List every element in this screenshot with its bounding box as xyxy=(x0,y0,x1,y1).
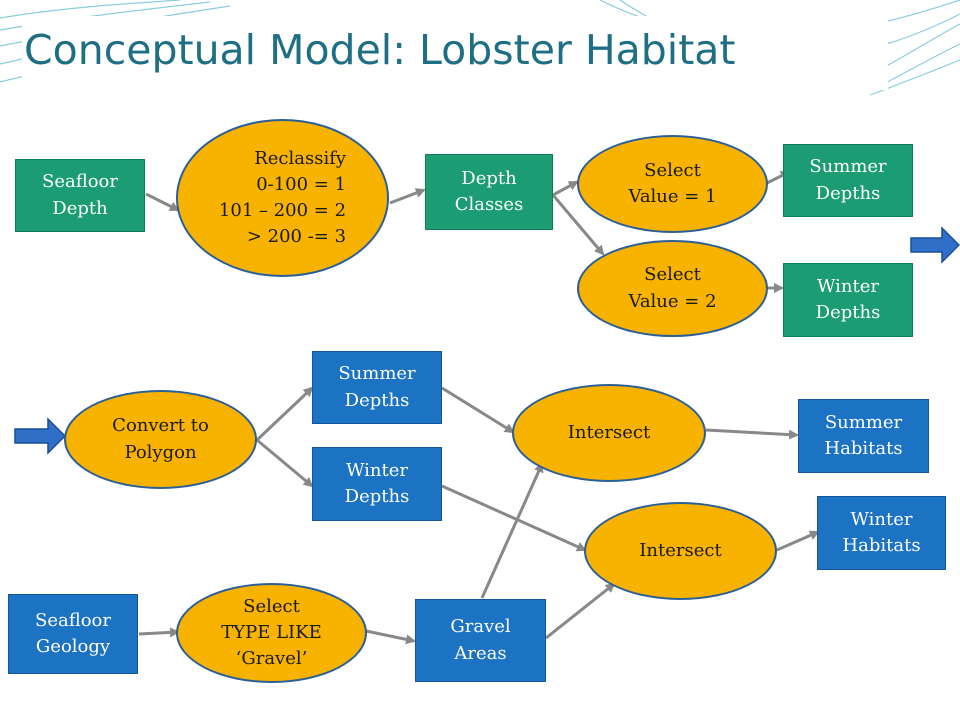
winter-habitats-label: Winter Habitats xyxy=(842,508,921,556)
select-gravel-label: Select TYPE LIKE ‘Gravel’ xyxy=(221,595,322,670)
reclassify-ellipse: Reclassify 0-100 = 1 101 – 200 = 2 > 200… xyxy=(176,119,389,277)
intersect-summer-label: Intersect xyxy=(567,421,651,443)
intersect-summer-ellipse: Intersect xyxy=(512,384,706,482)
arrow-convert-to-summer-depths xyxy=(255,386,314,442)
intersect-winter-label: Intersect xyxy=(639,539,722,561)
arrow-seafloor-depth-to-reclassify xyxy=(145,192,180,212)
reclassify-label: Reclassify 0-100 = 1 101 – 200 = 2 > 200… xyxy=(218,147,347,248)
depth-classes-label: Depth Classes xyxy=(454,167,524,215)
depth-classes-box: Depth Classes xyxy=(425,154,553,230)
gravel-areas-box: Gravel Areas xyxy=(415,599,546,682)
select-value-2-ellipse: Select Value = 2 xyxy=(577,240,768,337)
summer-habitats-box: Summer Habitats xyxy=(798,399,929,473)
arrow-summer-depths-to-intersect xyxy=(441,386,515,434)
convert-to-polygon-label: Convert to Polygon xyxy=(112,415,209,463)
arrow-reclassify-to-depth-classes xyxy=(389,188,426,205)
seafloor-depth-label: Seafloor Depth xyxy=(42,171,118,219)
arrow-convert-to-winter-depths xyxy=(256,438,314,488)
winter-habitats-box: Winter Habitats xyxy=(817,496,946,570)
arrow-winter-depths-to-intersect xyxy=(441,484,587,552)
arrow-intersect-to-summer-habitats xyxy=(705,428,799,440)
title-band xyxy=(22,16,888,90)
winter-depths-top-box: Winter Depths xyxy=(783,263,913,337)
right-arrow-icon xyxy=(14,417,66,455)
arrow-depth-classes-to-select-1 xyxy=(552,180,579,197)
summer-depths-box: Summer Depths xyxy=(312,351,442,424)
arrow-gravel-to-intersect-summer xyxy=(480,462,544,599)
arrow-select-to-gravel xyxy=(365,629,416,645)
summer-depths-top-box: Summer Depths xyxy=(783,144,913,217)
summer-depths-label: Summer Depths xyxy=(338,363,416,411)
summer-habitats-label: Summer Habitats xyxy=(824,411,903,459)
seafloor-geology-box: Seafloor Geology xyxy=(8,594,138,674)
gravel-areas-label: Gravel Areas xyxy=(450,616,511,664)
intersect-winter-ellipse: Intersect xyxy=(584,502,777,600)
summer-depths-top-label: Summer Depths xyxy=(809,156,887,204)
winter-depths-label: Winter Depths xyxy=(344,459,410,507)
select-gravel-ellipse: Select TYPE LIKE ‘Gravel’ xyxy=(176,583,367,683)
winter-depths-top-label: Winter Depths xyxy=(815,275,881,323)
select-value-2-label: Select Value = 2 xyxy=(628,264,717,312)
seafloor-depth-box: Seafloor Depth xyxy=(15,159,145,232)
select-value-1-label: Select Value = 1 xyxy=(628,159,717,207)
arrow-geology-to-select xyxy=(138,627,180,638)
arrow-gravel-to-intersect-winter xyxy=(545,582,616,640)
page-title: Conceptual Model: Lobster Habitat xyxy=(24,26,736,74)
right-arrow-icon xyxy=(910,226,960,264)
arrow-intersect-to-winter-habitats xyxy=(776,530,820,552)
select-value-1-ellipse: Select Value = 1 xyxy=(577,135,768,233)
arrow-depth-classes-to-select-2 xyxy=(551,194,605,256)
seafloor-geology-label: Seafloor Geology xyxy=(35,609,111,657)
winter-depths-box: Winter Depths xyxy=(312,447,442,521)
convert-to-polygon-ellipse: Convert to Polygon xyxy=(64,390,257,489)
